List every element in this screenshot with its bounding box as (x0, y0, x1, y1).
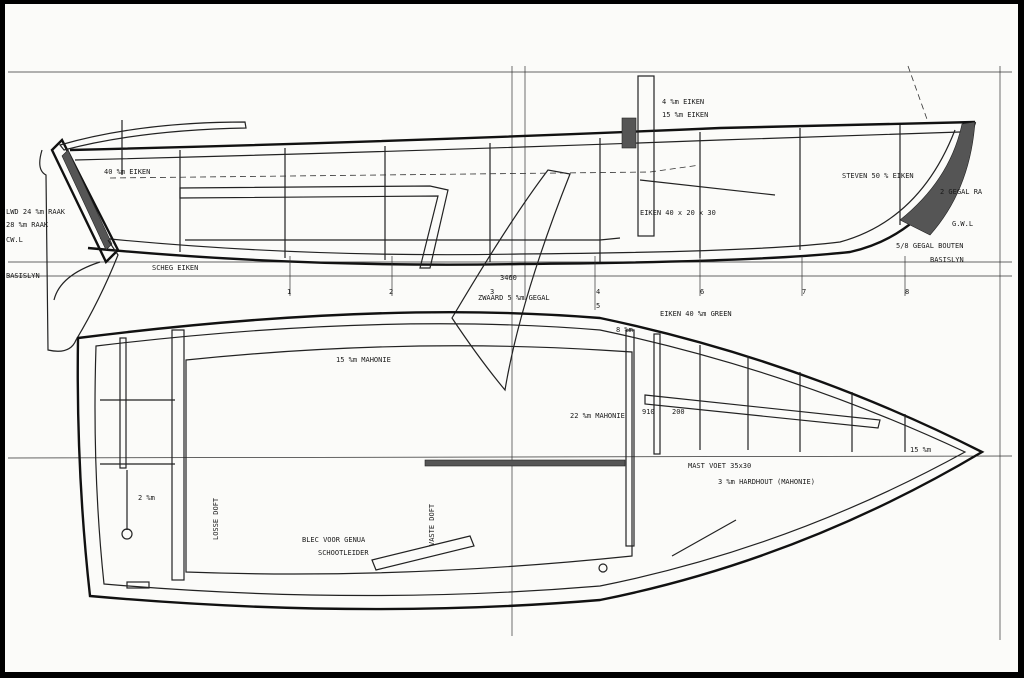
label-200: 200 (672, 408, 685, 416)
deck-dash-line (109, 164, 701, 179)
label-lwd: LWD 24 %m RAAK (6, 208, 66, 216)
label-hardhout: 3 %m HARDHOUT (MAHONIE) (718, 478, 815, 486)
label-blec: BLEC VOOR GENUA (302, 536, 366, 544)
label-schootleider: SCHOOTLEIDER (318, 549, 369, 557)
station-3: 3 (490, 288, 494, 296)
label-gegal-ra: 2 GEGAL RA (940, 188, 983, 196)
label-mast-eiken: 4 %m EIKEN (662, 98, 704, 106)
station-6: 6 (700, 288, 704, 296)
label-basislyn-right: BASISLYN (930, 256, 964, 264)
sheer-line (69, 120, 976, 152)
rudder-line (53, 261, 101, 301)
hull-plan-inner (94, 323, 967, 597)
label-mahonie-22: 22 %m MAHONIE (570, 412, 625, 420)
genua-bracket (371, 535, 475, 571)
label-8m: 8 %m (616, 326, 633, 334)
plan-centerline (7, 455, 1013, 459)
aft-thwart (171, 329, 185, 581)
transom-hatch (61, 149, 113, 251)
centerboard (451, 169, 571, 392)
label-cwl: CW.L (6, 236, 23, 244)
plan-frames (119, 329, 906, 547)
seat-bench (179, 185, 449, 269)
foredeck-beam (639, 179, 776, 196)
station-7: 7 (802, 288, 806, 296)
station-8: 8 (905, 288, 909, 296)
station-5: 5 (596, 302, 600, 310)
cockpit-opening (185, 345, 633, 575)
label-boord-eiken: 40 %m EIKEN (104, 168, 150, 176)
plan-labels: EIKEN 40 %m GREEN 15 %m MAHONIE 22 %m MA… (138, 310, 931, 557)
floor-line (185, 237, 621, 241)
side-batten (671, 519, 737, 557)
label-mahonie-15: 15 %m MAHONIE (336, 356, 391, 364)
rudder (39, 149, 119, 352)
label-steven: STEVEN 50 % EIKEN (842, 172, 914, 180)
inner-keel-line (99, 129, 956, 256)
centerboard-case-plan (424, 459, 626, 467)
hull-plan-outline (76, 311, 985, 611)
label-dim-3460: 3460 (500, 274, 517, 282)
station-4: 4 (596, 288, 600, 296)
mast-step (637, 75, 655, 237)
label-gcwl: G.W.L (952, 220, 973, 228)
cleat-fitting (598, 563, 608, 573)
label-vaste-doft: VASTE DOFT (428, 503, 436, 546)
transom-fitting (126, 581, 150, 589)
label-zwaard: ZWAARD 5 %m GEGAL (478, 294, 550, 302)
mast-partner (621, 117, 637, 149)
label-raak: 28 %m RAAK (6, 221, 49, 229)
label-basislyn-left: BASISLYN (6, 272, 40, 280)
bow-stem (899, 121, 976, 236)
label-2m: 2 %m (138, 494, 155, 502)
profile-frames (121, 120, 901, 262)
label-910: 910 (642, 408, 655, 416)
label-schegg: SCHEG EIKEN (152, 264, 198, 272)
foredeck-brace (644, 394, 881, 429)
station-ticks (289, 256, 906, 310)
ring-fitting (121, 528, 133, 540)
label-eiken-bottom: EIKEN 40 x 20 x 30 (640, 209, 716, 217)
transom (50, 137, 120, 265)
forestay-line (907, 65, 929, 123)
label-mast-voet: MAST VOET 35x30 (688, 462, 751, 470)
label-15m: 15 %m (910, 446, 931, 454)
station-numbers: 1 2 3 4 5 6 7 8 (287, 288, 909, 310)
profile-labels: 4 %m EIKEN 15 %m EIKEN LWD 24 %m RAAK 28… (6, 98, 983, 302)
station-1: 1 (287, 288, 291, 296)
label-gegal-bouten: 5/8 GEGAL BOUTEN (896, 242, 963, 250)
label-losse-doft: LOSSE DOFT (212, 497, 220, 540)
station-2: 2 (389, 288, 393, 296)
tiller (58, 121, 247, 151)
label-mast-eiken-2: 15 %m EIKEN (662, 111, 708, 119)
inner-sheer-line (74, 131, 961, 161)
label-eiken-plan: EIKEN 40 %m GREEN (660, 310, 732, 318)
